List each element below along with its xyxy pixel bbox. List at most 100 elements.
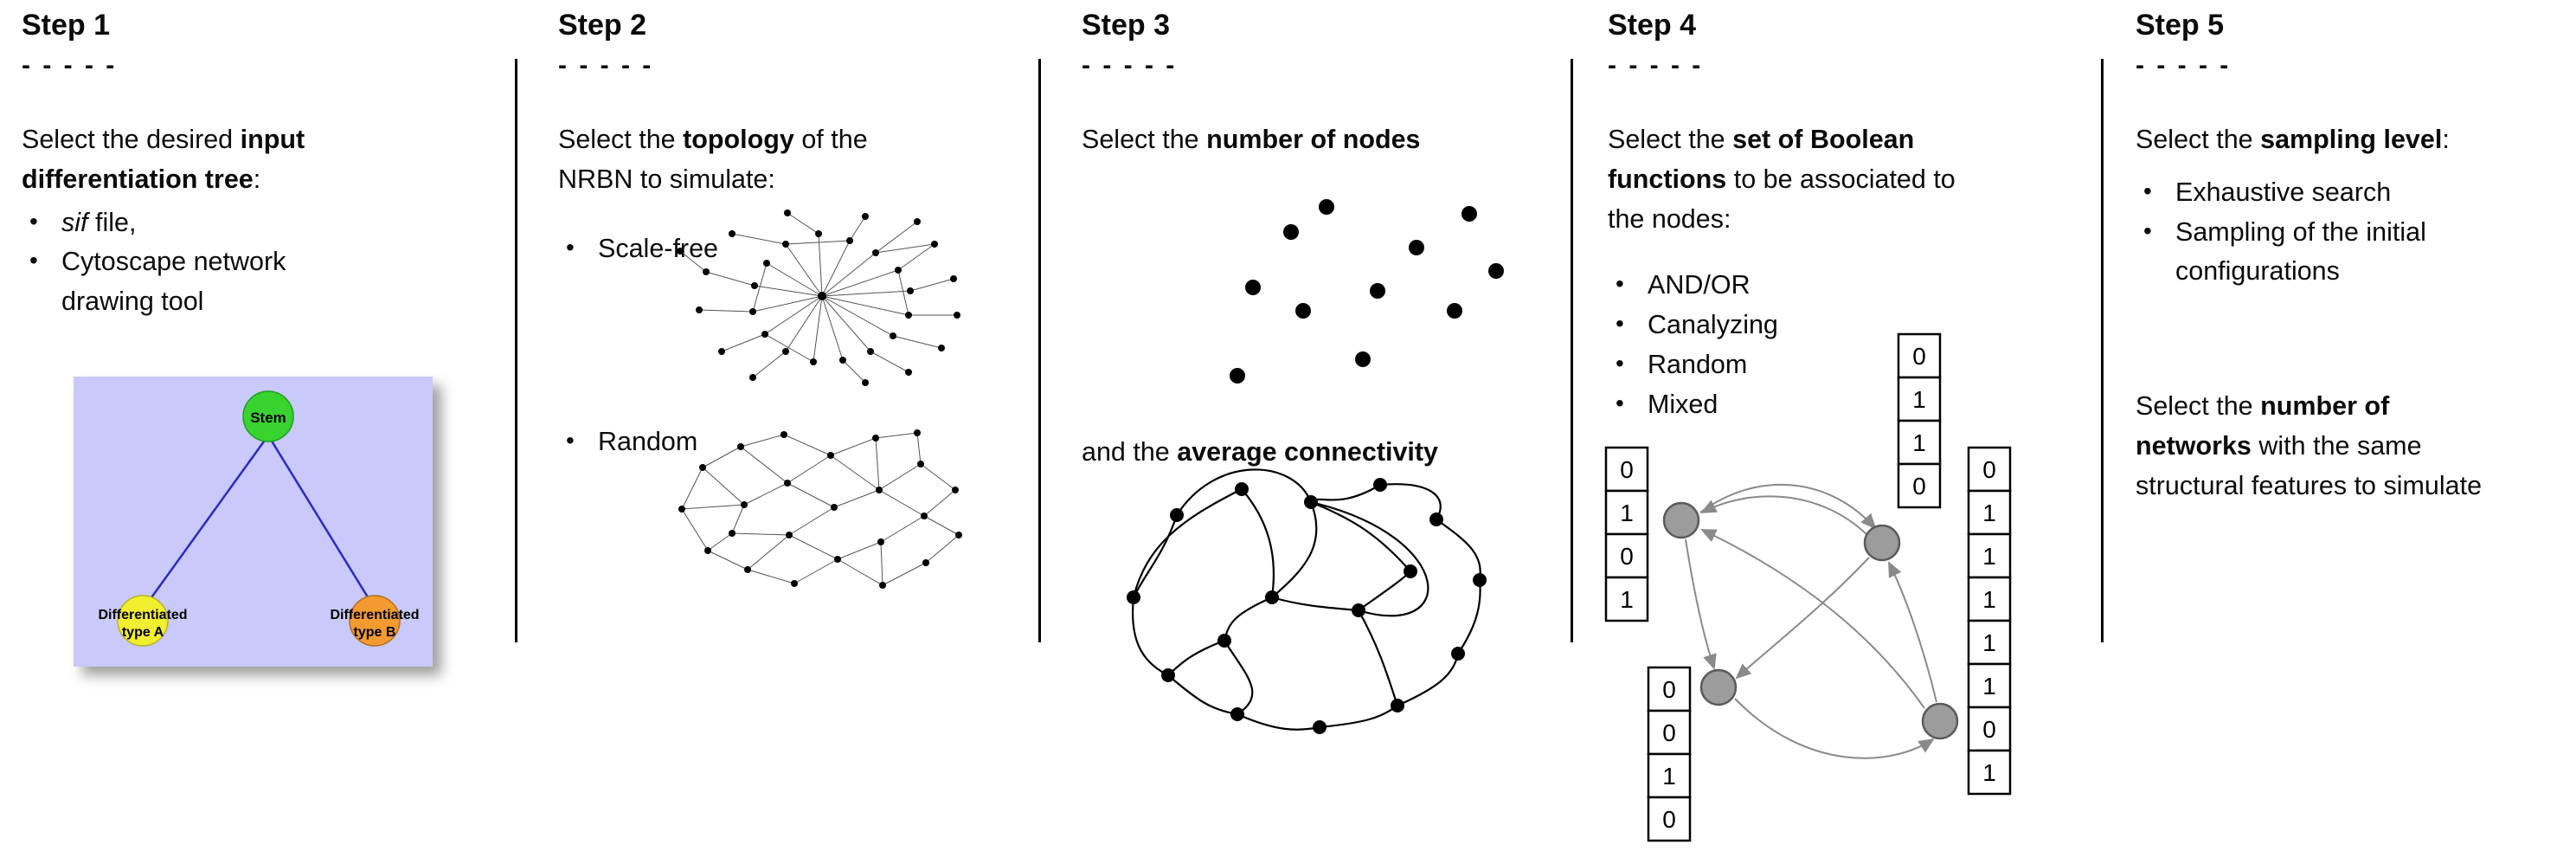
bullet-icon: • xyxy=(1616,389,1624,416)
bullet-exhaustive-search: • Exhaustive search xyxy=(2136,173,2542,213)
bullet-icon: • xyxy=(566,233,575,261)
svg-text:0: 0 xyxy=(1662,676,1676,703)
network-nodes xyxy=(1127,478,1487,734)
column-divider xyxy=(1571,59,1573,642)
stem-label: Stem xyxy=(250,409,286,426)
step-2: Step 2 - - - - - Select the topology of … xyxy=(558,9,962,589)
step5-intro: Select the sampling level: xyxy=(2136,125,2450,155)
step-title: Step 3 xyxy=(1082,9,1171,42)
step3-intro: Select the number of nodes xyxy=(1082,125,1421,155)
bullet-mixed: • Mixed xyxy=(1608,385,2040,425)
network-edges xyxy=(679,212,957,384)
connectivity-network-graphic xyxy=(1095,467,1501,749)
svg-text:1: 1 xyxy=(1982,500,1996,526)
step-4: Step 4 - - - - - Select the set of Boole… xyxy=(1604,9,2040,842)
network-nodes xyxy=(677,210,960,386)
step-title: Step 5 xyxy=(2136,9,2225,42)
svg-text:1: 1 xyxy=(1912,429,1926,456)
bullet-and-or: • AND/OR xyxy=(1608,266,2040,306)
differentiation-tree-figure: Stem Differentiated type A Differentiate… xyxy=(74,377,433,667)
nodes-dots-graphic xyxy=(1129,192,1519,404)
svg-text:0: 0 xyxy=(1912,343,1926,370)
step-title: Step 1 xyxy=(22,9,111,42)
dots xyxy=(1230,199,1504,384)
truth-table-top: 0 1 1 0 xyxy=(1897,332,1942,509)
step-1: Step 1 - - - - - Select the desired inpu… xyxy=(22,9,493,667)
svg-text:0: 0 xyxy=(1662,806,1676,833)
bullet-sampling-initial: • Sampling of the initial configurations xyxy=(2136,213,2542,293)
bullet-random-functions: • Random xyxy=(1608,345,2040,385)
step5-second-text: Select the number of networks with the s… xyxy=(2136,391,2483,500)
random-network-graphic xyxy=(658,414,978,604)
svg-text:1: 1 xyxy=(1620,586,1634,613)
truth-table-left: 0 1 0 1 xyxy=(1604,446,1649,622)
type-a-node xyxy=(117,595,169,647)
bullet-random: • Random xyxy=(558,422,697,462)
type-b-label-2: type B xyxy=(354,625,396,640)
bullet-icon: • xyxy=(2143,177,2152,204)
network-nodes xyxy=(678,429,962,589)
column-divider xyxy=(515,59,517,642)
tree-edge-left xyxy=(148,435,270,601)
bullet-icon: • xyxy=(1616,270,1624,298)
step-title: Step 4 xyxy=(1608,9,1697,42)
bullet-canalyzing: • Canalyzing xyxy=(1608,306,2040,345)
network-edges xyxy=(1132,468,1481,731)
bullet-icon: • xyxy=(2143,216,2152,244)
dashes: - - - - - xyxy=(558,51,654,81)
column-divider xyxy=(2101,59,2104,642)
step4-bullets: • AND/OR • Canalyzing • Random • Mixed xyxy=(1608,266,2040,424)
boolean-nodes xyxy=(1662,501,1959,740)
function-arrows xyxy=(1685,483,1937,759)
step3-second-text: and the average connectivity xyxy=(1082,437,1439,467)
step1-intro: Select the desired input differentiation… xyxy=(22,120,493,200)
bullet-cytoscape: • Cytoscape network drawing tool xyxy=(22,242,493,322)
stem-node xyxy=(242,390,294,442)
step2-bullets: • Scale-free xyxy=(558,229,956,269)
bullet-icon: • xyxy=(1616,310,1624,338)
truth-table-bottom: 0 0 1 0 xyxy=(1647,666,1692,842)
bullet-sif-file: • sif file, xyxy=(22,203,493,243)
bullet-icon: • xyxy=(29,207,38,235)
intro-line: differentiation tree: xyxy=(22,164,261,194)
step2-intro: Select the topology of the NRBN to simul… xyxy=(558,125,868,194)
svg-text:0: 0 xyxy=(1662,719,1676,746)
svg-text:0: 0 xyxy=(1982,716,1996,743)
step-5: Step 5 - - - - - Select the sampling lev… xyxy=(2136,9,2542,500)
type-a-label-1: Differentiated xyxy=(98,608,187,622)
svg-text:1: 1 xyxy=(1912,386,1926,413)
step1-bullets: • sif file, • Cytoscape network drawing … xyxy=(22,203,493,322)
step-title: Step 2 xyxy=(558,9,647,42)
network-edges xyxy=(681,432,960,586)
column-divider xyxy=(1038,59,1041,642)
svg-text:1: 1 xyxy=(1620,500,1634,526)
svg-text:0: 0 xyxy=(1982,456,1996,483)
svg-text:1: 1 xyxy=(1982,543,1996,570)
bullet-icon: • xyxy=(1616,349,1624,377)
intro-line: Select the desired input xyxy=(22,125,305,155)
svg-text:0: 0 xyxy=(1620,456,1634,483)
dashes: - - - - - xyxy=(1082,51,1178,81)
type-a-label-2: type A xyxy=(122,625,164,640)
svg-text:0: 0 xyxy=(1620,543,1634,570)
scale-free-network-graphic xyxy=(649,199,995,416)
boolean-network-graphic: 0 1 0 1 0 1 1 0 xyxy=(1603,329,2036,851)
svg-text:1: 1 xyxy=(1982,673,1996,699)
dashes: - - - - - xyxy=(22,51,118,81)
dashes: - - - - - xyxy=(1608,51,1704,81)
bullet-icon: • xyxy=(566,427,575,454)
svg-text:1: 1 xyxy=(1982,629,1996,656)
dashes: - - - - - xyxy=(2136,51,2232,81)
svg-text:1: 1 xyxy=(1662,763,1676,790)
type-b-label-1: Differentiated xyxy=(330,608,419,622)
type-b-node xyxy=(349,595,401,647)
svg-text:1: 1 xyxy=(1982,586,1996,613)
step4-intro: Select the set of Boolean functions to b… xyxy=(1608,125,1956,234)
tree-edge-right xyxy=(267,435,371,601)
svg-text:1: 1 xyxy=(1982,759,1996,786)
svg-text:0: 0 xyxy=(1912,473,1926,500)
bullet-scale-free: • Scale-free xyxy=(558,229,956,269)
step5-bullets: • Exhaustive search • Sampling of the in… xyxy=(2136,173,2542,292)
bullet-icon: • xyxy=(29,247,38,274)
step-3: Step 3 - - - - - Select the number of no… xyxy=(1082,9,1566,734)
